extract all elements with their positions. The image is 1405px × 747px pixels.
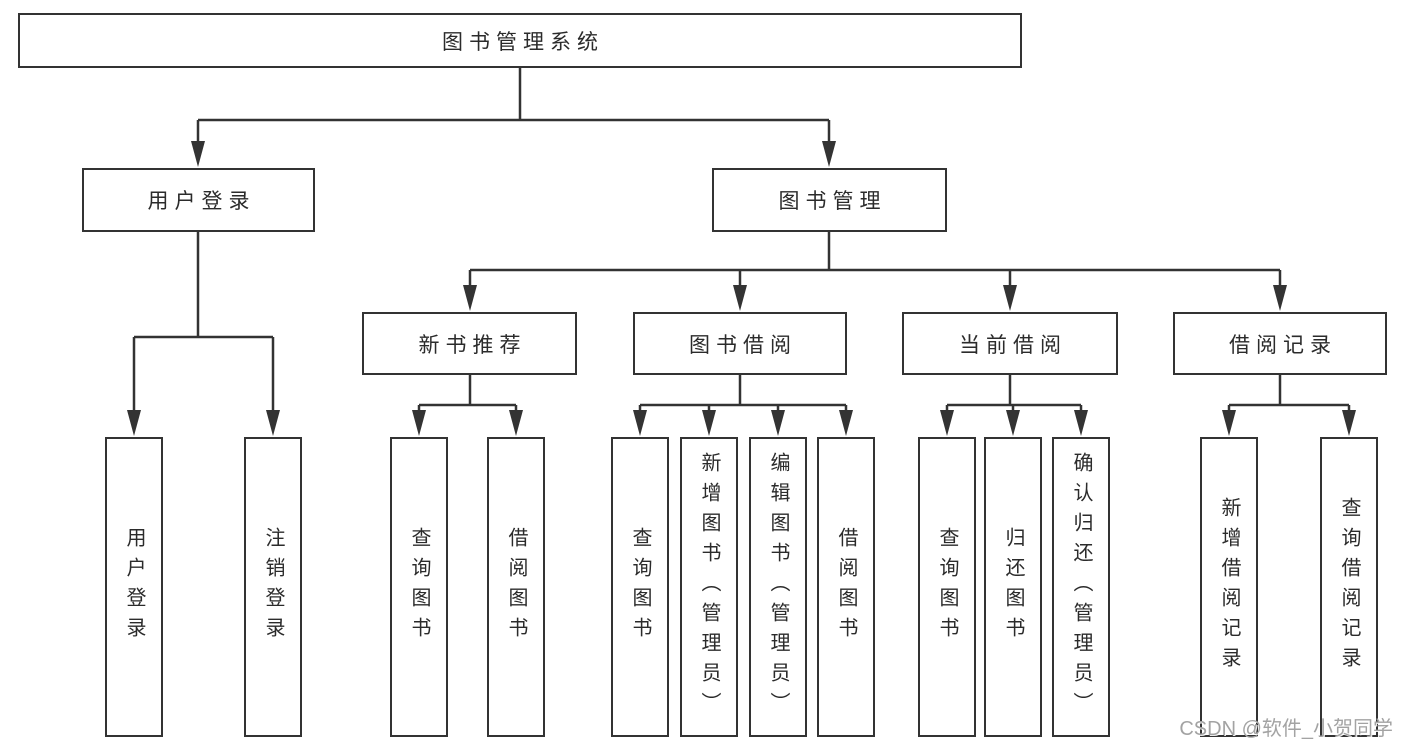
arrowhead [733, 285, 747, 311]
leaf-borrow-books-recommend: 借阅图书 [487, 437, 545, 737]
arrowhead [1222, 410, 1236, 436]
leaf-logout: 注销登录 [244, 437, 302, 737]
node-label: 图书管理 [778, 190, 887, 213]
leaf-label: 借阅图书 [505, 527, 527, 647]
leaf-query-borrow-record: 查询借阅记录 [1320, 437, 1378, 737]
node-book-management: 图书管理 [712, 168, 947, 232]
arrowhead [940, 410, 954, 436]
arrowhead [412, 410, 426, 436]
node-borrowing-records: 借阅记录 [1173, 312, 1387, 375]
leaf-label: 查询借阅记录 [1338, 497, 1360, 677]
node-book-borrowing: 图书借阅 [633, 312, 847, 375]
node-current-borrowing: 当前借阅 [902, 312, 1118, 375]
node-user-login: 用户登录 [82, 168, 315, 232]
leaf-borrow-books-borrowing: 借阅图书 [817, 437, 875, 737]
leaf-query-books-current: 查询图书 [918, 437, 976, 737]
leaf-label: 查询图书 [629, 527, 651, 647]
arrowhead [1273, 285, 1287, 311]
node-label: 用户登录 [147, 190, 256, 213]
leaf-label: 查询图书 [408, 527, 430, 647]
leaf-label: 新增图书（管理员） [698, 452, 720, 722]
arrowhead [1074, 410, 1088, 436]
arrowhead [509, 410, 523, 436]
arrowhead [822, 141, 836, 167]
leaf-label: 确认归还（管理员） [1070, 452, 1092, 722]
arrowhead [127, 410, 141, 436]
leaf-edit-book-admin: 编辑图书（管理员） [749, 437, 807, 737]
arrowhead [191, 141, 205, 167]
node-label: 图书借阅 [689, 333, 797, 357]
arrowhead [633, 410, 647, 436]
leaf-return-book: 归还图书 [984, 437, 1042, 737]
watermark: CSDN @软件_小贺同学 [1179, 718, 1393, 740]
leaf-add-book-admin: 新增图书（管理员） [680, 437, 738, 737]
arrowhead [1342, 410, 1356, 436]
leaf-label: 编辑图书（管理员） [767, 452, 789, 722]
arrowhead [839, 410, 853, 436]
node-label: 借阅记录 [1229, 333, 1337, 357]
leaf-query-books-borrowing: 查询图书 [611, 437, 669, 737]
node-label: 当前借阅 [959, 333, 1067, 357]
node-label: 图书管理系统 [442, 30, 604, 54]
node-new-book-recommend: 新书推荐 [362, 312, 577, 375]
leaf-label: 用户登录 [123, 527, 145, 647]
leaf-user-login: 用户登录 [105, 437, 163, 737]
arrowhead [266, 410, 280, 436]
leaf-query-books-recommend: 查询图书 [390, 437, 448, 737]
leaf-label: 注销登录 [262, 527, 284, 647]
node-library-system: 图书管理系统 [18, 13, 1022, 68]
arrowhead [1003, 285, 1017, 311]
leaf-label: 查询图书 [936, 527, 958, 647]
leaf-confirm-return-admin: 确认归还（管理员） [1052, 437, 1110, 737]
arrowhead [1006, 410, 1020, 436]
arrowhead [771, 410, 785, 436]
arrowhead [463, 285, 477, 311]
leaf-label: 归还图书 [1002, 527, 1024, 647]
leaf-add-borrow-record: 新增借阅记录 [1200, 437, 1258, 737]
node-label: 新书推荐 [418, 333, 527, 357]
leaf-label: 新增借阅记录 [1218, 497, 1240, 677]
arrowhead [702, 410, 716, 436]
leaf-label: 借阅图书 [835, 527, 857, 647]
